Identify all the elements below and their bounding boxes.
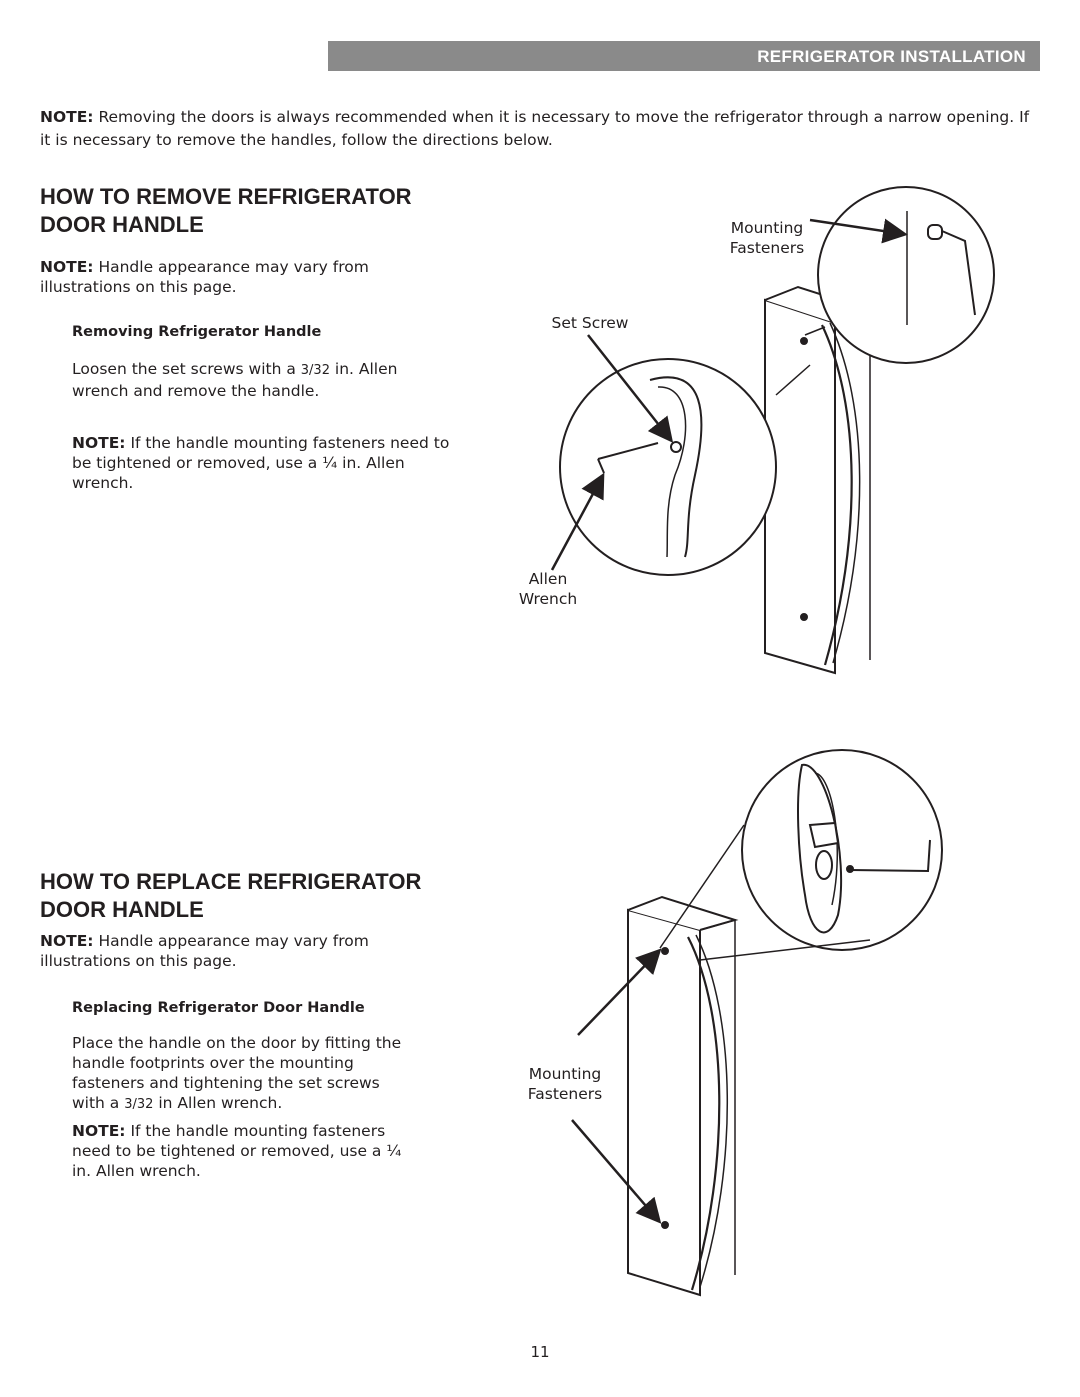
label-allen-wrench: Allen Wrench	[518, 570, 578, 608]
replace-section-title: HOW TO REPLACE REFRIGERATOR DOOR HANDLE	[40, 869, 422, 922]
intro-note-text: Removing the doors is always recommended…	[40, 108, 1030, 149]
label-set-screw: Set Screw	[551, 314, 629, 332]
remove-section-title: HOW TO REMOVE REFRIGERATOR DOOR HANDLE	[40, 184, 412, 237]
replace-note: NOTE: Handle appearance may vary from il…	[40, 932, 369, 970]
intro-note: NOTE: Removing the doors is always recom…	[40, 106, 1040, 152]
door-bottom-illustration	[627, 895, 739, 1297]
label-mounting-fasteners-bottom: Mounting Fasteners	[527, 1065, 603, 1103]
page-number: 11	[530, 1343, 550, 1361]
replace-subheading: Replacing Refrigerator Door Handle	[72, 1000, 365, 1016]
remove-step-text: Loosen the set screws with a 3/32 in. Al…	[72, 360, 398, 400]
replace-step-text: Place the handle on the door by fitting …	[72, 1034, 402, 1112]
section-header-bar: REFRIGERATOR INSTALLATION	[328, 41, 1040, 71]
label-mounting-fasteners-top: Mounting Fasteners	[729, 219, 805, 257]
fraction: 3/32	[300, 363, 330, 378]
remove-note: NOTE: Handle appearance may vary from il…	[40, 258, 369, 296]
magnifier-mounting-fasteners	[804, 186, 995, 364]
handle-diagrams	[550, 186, 995, 1297]
fraction: 3/32	[124, 1097, 154, 1112]
remove-subheading: Removing Refrigerator Handle	[72, 324, 322, 340]
magnifier-handle-footprint	[659, 749, 943, 961]
intro-note-label: NOTE:	[40, 108, 94, 126]
replace-note-2: NOTE: If the handle mounting fasteners n…	[72, 1122, 402, 1180]
remove-note-2: NOTE: If the handle mounting fasteners n…	[72, 434, 450, 492]
magnifier-set-screw	[559, 358, 811, 576]
